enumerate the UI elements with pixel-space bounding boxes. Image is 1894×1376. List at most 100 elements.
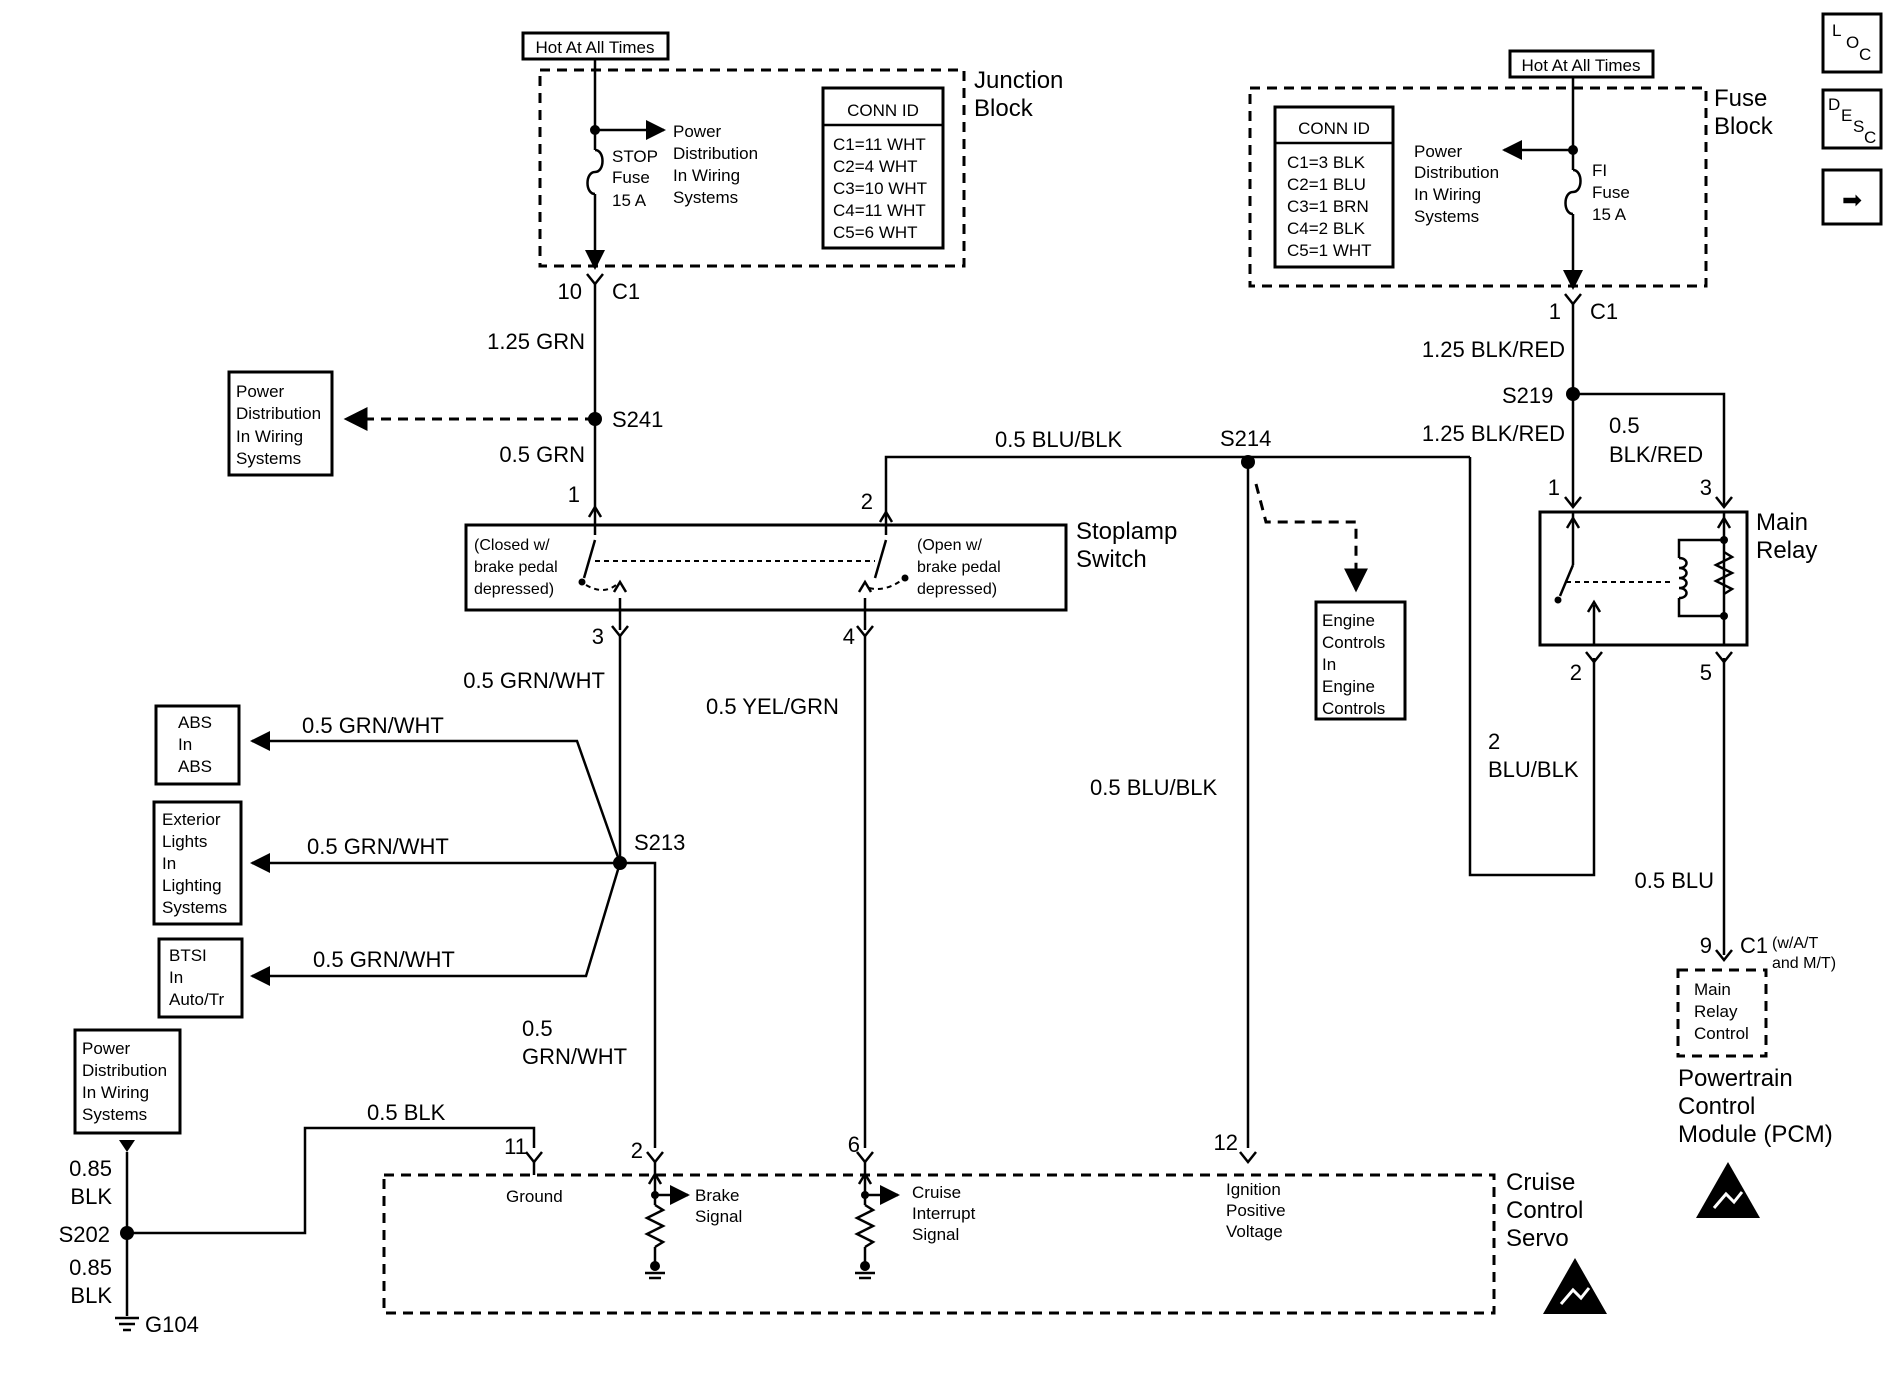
ref-text: In bbox=[169, 968, 183, 987]
ref-text: ABS bbox=[178, 713, 212, 732]
ref-text: Auto/Tr bbox=[169, 990, 224, 1009]
loc-glyph: C bbox=[1859, 45, 1871, 64]
servo-title: Cruise bbox=[1506, 1169, 1575, 1196]
stoplamp-switch-right-contact-icon bbox=[857, 507, 909, 630]
stoplamp-switch-left-contact-icon bbox=[578, 502, 875, 630]
next-arrow-glyph: ➡ bbox=[1842, 187, 1862, 214]
next-arrow-icon[interactable] bbox=[1821, 168, 1883, 226]
ref-text: Distribution bbox=[82, 1061, 167, 1080]
desc-glyph: S bbox=[1853, 117, 1864, 136]
main-relay-title-2: Relay bbox=[1756, 537, 1817, 564]
stoplamp-pin2: 2 bbox=[861, 489, 873, 514]
cruise-servo-outline bbox=[382, 1173, 1496, 1315]
desc-glyph: C bbox=[1864, 128, 1876, 147]
servo-pin2: 2 bbox=[631, 1138, 643, 1163]
servo-ign-label: Positive bbox=[1226, 1201, 1286, 1220]
pcm-inner: Relay bbox=[1694, 1002, 1738, 1021]
ref-text: Distribution bbox=[236, 404, 321, 423]
stoplamp-left-note: depressed) bbox=[474, 581, 554, 598]
hot-at-all-times-left: Hot At All Times bbox=[535, 38, 654, 57]
splice-s202-label: S202 bbox=[59, 1222, 110, 1247]
stoplamp-left-note: brake pedal bbox=[474, 559, 558, 576]
cruise-control-servo: Cruise Control Servo 11 Ground 2 Brake S… bbox=[382, 1130, 1609, 1316]
ref-exterior-lights: Exterior Lights In Lighting Systems bbox=[152, 800, 243, 926]
stop-fuse-label: Fuse bbox=[612, 168, 650, 187]
ref-text: Exterior bbox=[162, 810, 221, 829]
desc-button[interactable]: D E S C bbox=[1821, 88, 1883, 150]
fb-pin: 1 bbox=[1549, 299, 1561, 324]
junction-block: Hot At All Times Junction Block STOP Fus… bbox=[521, 31, 1063, 304]
wire-label-05grnwht-low-2: GRN/WHT bbox=[522, 1044, 627, 1069]
main-relay-title-1: Main bbox=[1756, 509, 1808, 536]
ref-text: BTSI bbox=[169, 946, 207, 965]
wire-label-btsi: 0.5 GRN/WHT bbox=[313, 947, 455, 972]
stoplamp-pin4: 4 bbox=[843, 624, 855, 649]
ref-text: Controls bbox=[1322, 699, 1385, 718]
servo-title: Servo bbox=[1506, 1225, 1569, 1252]
fuse-block: Hot At All Times Fuse Block FI Fuse 15 A… bbox=[1248, 49, 1774, 324]
servo-pin6: 6 bbox=[848, 1132, 860, 1157]
loc-button[interactable]: L O C bbox=[1821, 12, 1883, 74]
hot-at-all-times-tag-right bbox=[1508, 49, 1655, 79]
stop-fuse-name: STOP bbox=[612, 147, 658, 166]
ref-text: Systems bbox=[82, 1105, 147, 1124]
ref-abs: ABS In ABS bbox=[154, 704, 241, 786]
ref-text: In bbox=[162, 854, 176, 873]
wire-label-125blkred-mid: 1.25 BLK/RED bbox=[1422, 421, 1565, 446]
junction-block-outline bbox=[538, 68, 966, 268]
fb-pd-line3: In Wiring bbox=[1414, 185, 1481, 204]
relay-switch-icon bbox=[1554, 512, 1670, 645]
stop-fuse-icon bbox=[586, 148, 604, 196]
ref-text: Controls bbox=[1322, 633, 1385, 652]
fb-conn-row: C4=2 BLK bbox=[1287, 219, 1366, 238]
pcm-title: Control bbox=[1678, 1093, 1755, 1120]
desc-glyph: D bbox=[1828, 95, 1840, 114]
pcm-pin: 9 bbox=[1700, 933, 1712, 958]
loc-glyph: O bbox=[1846, 33, 1859, 52]
ref-text: Engine bbox=[1322, 677, 1375, 696]
ref-text: Power bbox=[82, 1039, 131, 1058]
ref-text: Systems bbox=[236, 449, 301, 468]
ref-text: In Wiring bbox=[82, 1083, 149, 1102]
servo-cruise-label: Interrupt bbox=[912, 1204, 976, 1223]
jb-conn-id-table: CONN ID C1=11 WHT C2=4 WHT C3=10 WHT C4=… bbox=[821, 86, 945, 250]
wire-label-125grn: 1.25 GRN bbox=[487, 329, 585, 354]
stoplamp-left-note: (Closed w/ bbox=[474, 537, 550, 554]
jb-conn-row: C3=10 WHT bbox=[833, 179, 927, 198]
cruise-interrupt-circuit-icon bbox=[854, 1162, 900, 1280]
loc-icon[interactable] bbox=[1821, 12, 1883, 74]
servo-pin12: 12 bbox=[1214, 1130, 1238, 1155]
servo-ign-label: Ignition bbox=[1226, 1180, 1281, 1199]
servo-cruise-label: Signal bbox=[912, 1225, 959, 1244]
fi-fuse-label: Fuse bbox=[1592, 183, 1630, 202]
ref-text: ABS bbox=[178, 757, 212, 776]
jb-conn-row: C5=6 WHT bbox=[833, 223, 918, 242]
jb-pd-line3: In Wiring bbox=[673, 166, 740, 185]
pcm-title: Module (PCM) bbox=[1678, 1121, 1833, 1148]
relay-pin1: 1 bbox=[1548, 475, 1560, 500]
junction-block-title-2: Block bbox=[974, 95, 1034, 122]
jb-connector: C1 bbox=[612, 279, 640, 304]
main-relay-wiring: 1.25 BLK/RED S219 1.25 BLK/RED 0.5 BLK/R… bbox=[1422, 304, 1817, 955]
desc-icon[interactable] bbox=[1821, 88, 1883, 150]
servo-brake-label: Signal bbox=[695, 1207, 742, 1226]
ref-btsi: BTSI In Auto/Tr bbox=[157, 937, 244, 1019]
splice-s241-label: S241 bbox=[612, 407, 663, 432]
next-button[interactable]: ➡ bbox=[1821, 168, 1883, 226]
ref-text: Power bbox=[236, 382, 285, 401]
stoplamp-right-note: (Open w/ bbox=[917, 537, 982, 554]
fb-conn-row: C3=1 BRN bbox=[1287, 197, 1369, 216]
ref-text: Lights bbox=[162, 832, 207, 851]
servo-pin11: 11 bbox=[504, 1134, 527, 1159]
pcm-outline bbox=[1676, 968, 1768, 1058]
ground-g104-icon bbox=[115, 1316, 139, 1332]
hot-at-all-times-right: Hot At All Times bbox=[1521, 56, 1640, 75]
jb-conn-row: C2=4 WHT bbox=[833, 157, 918, 176]
jb-pin: 10 bbox=[558, 279, 582, 304]
ground-g104-label: G104 bbox=[145, 1312, 199, 1337]
stoplamp-switch: Stoplamp Switch 1 2 3 4 (Closed w/ brake… bbox=[464, 482, 1177, 649]
pcm-inner: Control bbox=[1694, 1024, 1749, 1043]
servo-title: Control bbox=[1506, 1197, 1583, 1224]
pcm: 9 C1 (w/A/T and M/T) Main Relay Control … bbox=[1676, 933, 1836, 1220]
stoplamp-pin1: 1 bbox=[568, 482, 580, 507]
